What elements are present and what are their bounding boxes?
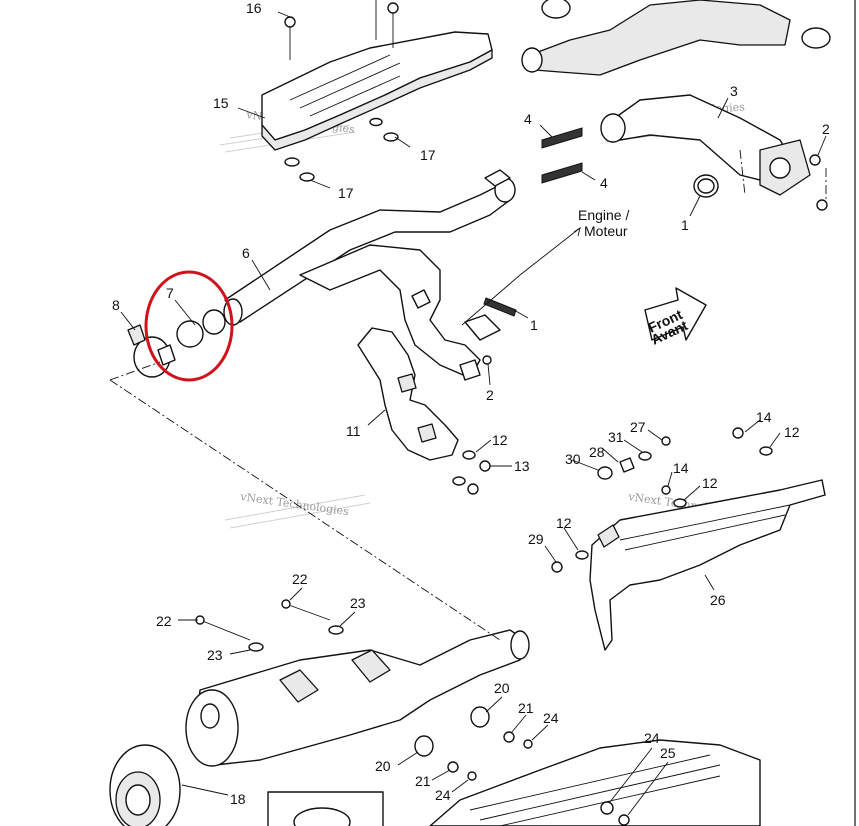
top-right-pipe — [521, 0, 831, 76]
callout-2b: 2 — [486, 387, 494, 403]
callout-31: 31 — [608, 429, 624, 445]
end-cap-18 — [109, 744, 181, 826]
gasket-1-top-inner — [697, 178, 715, 194]
callout-4b: 4 — [600, 175, 608, 191]
watermark-middle: vNext Technologies — [239, 490, 350, 518]
callout-20a: 20 — [494, 680, 510, 696]
callout-17b: 17 — [338, 185, 354, 201]
callout-24b: 24 — [435, 787, 451, 803]
callout-12a: 12 — [492, 432, 508, 448]
hardware-12-13 — [452, 450, 491, 495]
bolts-22 — [195, 599, 344, 652]
callout-22a: 22 — [292, 571, 308, 587]
callout-30: 30 — [565, 451, 581, 467]
callout-24a: 24 — [543, 710, 559, 726]
callout-14b: 14 — [673, 460, 689, 476]
callout-27: 27 — [630, 419, 646, 435]
callout-22b: 22 — [156, 613, 172, 629]
callout-17a: 17 — [420, 147, 436, 163]
muffler-assembly — [185, 629, 530, 767]
front-arrow: Front Avant — [644, 287, 707, 348]
sleeve-7 — [176, 309, 226, 348]
callout-26: 26 — [710, 592, 726, 608]
callout-3: 3 — [730, 83, 738, 99]
frame-bottom — [267, 739, 761, 826]
callout-13: 13 — [514, 458, 530, 474]
callout-1a: 1 — [681, 217, 689, 233]
callout-21b: 21 — [415, 773, 431, 789]
callout-18: 18 — [230, 791, 246, 807]
clamps-2-mid — [411, 289, 501, 381]
washers-17 — [284, 117, 399, 182]
callout-23b: 23 — [207, 647, 223, 663]
callout-6: 6 — [242, 245, 250, 261]
nuts-2-top — [809, 154, 828, 211]
callout-4a: 4 — [524, 111, 532, 127]
callout-2a: 2 — [822, 121, 830, 137]
heat-shield-top — [261, 31, 493, 151]
callout-12b: 12 — [784, 424, 800, 440]
callout-16: 16 — [246, 0, 262, 16]
moteur-label: Moteur — [584, 223, 628, 239]
callout-8: 8 — [112, 297, 120, 313]
hardware-right — [551, 427, 773, 573]
engine-label: Engine / — [578, 207, 629, 223]
pipe-3 — [600, 94, 811, 196]
grommets-20-21 — [414, 706, 533, 781]
heat-shield-11 — [357, 327, 459, 461]
callout-12c: 12 — [702, 475, 718, 491]
callout-21a: 21 — [518, 700, 534, 716]
highlight-circle-part-7 — [144, 270, 234, 382]
springs-4 — [541, 127, 583, 184]
dashed-centerlines — [109, 149, 827, 641]
spring-1-mid — [483, 297, 517, 317]
leader-lines — [120, 11, 827, 816]
callout-15: 15 — [213, 95, 229, 111]
callout-23a: 23 — [350, 595, 366, 611]
heat-shield-26 — [589, 479, 826, 651]
callout-25: 25 — [660, 745, 676, 761]
callout-labels: 16 15 17 17 3 2 4 4 1 6 7 8 1 2 11 12 13… — [112, 0, 830, 807]
callout-14a: 14 — [756, 409, 772, 425]
callout-20b: 20 — [375, 758, 391, 774]
callout-11: 11 — [346, 423, 361, 439]
callout-28: 28 — [589, 444, 605, 460]
callout-7: 7 — [166, 285, 174, 301]
callout-24c: 24 — [644, 730, 660, 746]
callout-29: 29 — [528, 531, 544, 547]
callout-1b: 1 — [530, 317, 538, 333]
callout-12d: 12 — [556, 515, 572, 531]
